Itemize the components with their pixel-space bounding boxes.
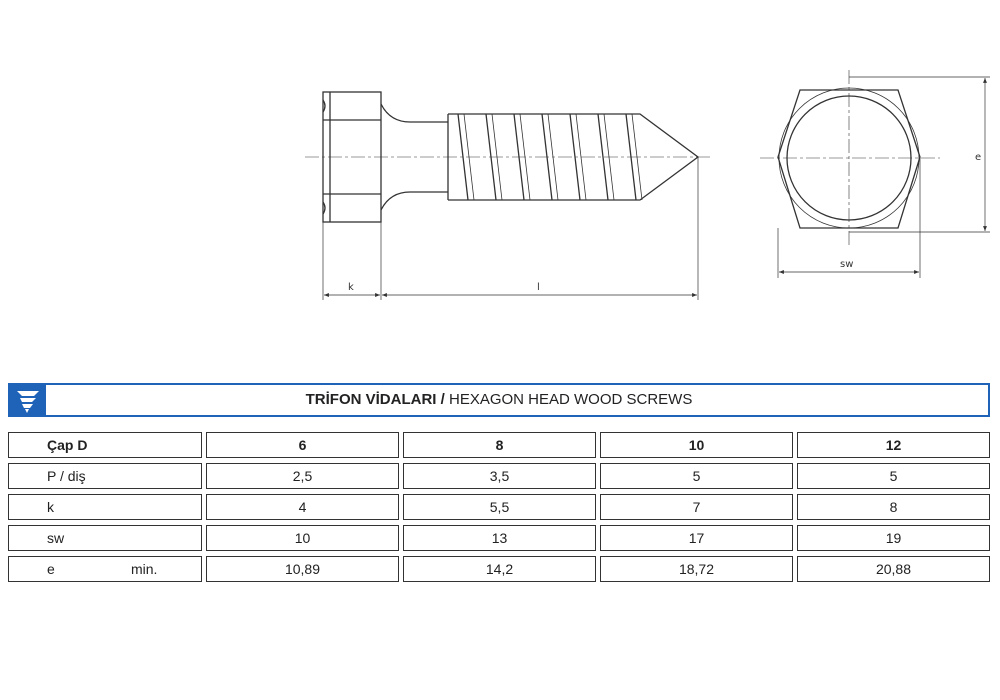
table-cell: 5: [600, 463, 793, 489]
header-diameter: 10: [600, 432, 793, 458]
table-cell: 7: [600, 494, 793, 520]
row-label: k: [8, 494, 202, 520]
table-header-row: Çap D 6 8 10 12: [8, 432, 992, 458]
table-cell: 10,89: [206, 556, 399, 582]
dim-e-label: e: [975, 152, 981, 163]
spec-table: Çap D 6 8 10 12 P / diş 2,5 3,5 5 5 k 4 …: [8, 432, 992, 582]
table-cell: 14,2: [403, 556, 596, 582]
table-cell: 10: [206, 525, 399, 551]
dim-l-label: l: [537, 282, 540, 293]
row-label: P / diş: [8, 463, 202, 489]
header-diameter: 8: [403, 432, 596, 458]
title-turkish: TRİFON VİDALARI /: [305, 391, 445, 408]
screw-hex-view: [760, 70, 940, 246]
row-note: min.: [131, 561, 158, 577]
table-cell: 20,88: [797, 556, 990, 582]
page-title: TRİFON VİDALARI / HEXAGON HEAD WOOD SCRE…: [10, 385, 988, 415]
table-cell: 19: [797, 525, 990, 551]
hex-view-dimensions: [777, 76, 990, 278]
title-english: HEXAGON HEAD WOOD SCREWS: [444, 391, 693, 408]
table-cell: 3,5: [403, 463, 596, 489]
table-cell: 5,5: [403, 494, 596, 520]
screw-logo-icon: [10, 385, 46, 415]
header-label: Çap D: [8, 432, 202, 458]
dim-k-label: k: [348, 282, 354, 293]
header-diameter: 12: [797, 432, 990, 458]
side-view-dimensions: [322, 157, 699, 300]
dim-sw-label: sw: [840, 259, 853, 270]
table-cell: 4: [206, 494, 399, 520]
table-cell: 13: [403, 525, 596, 551]
screw-side-view: [305, 91, 710, 223]
table-cell: 17: [600, 525, 793, 551]
table-cell: 5: [797, 463, 990, 489]
table-row: k 4 5,5 7 8: [8, 494, 992, 520]
table-cell: 18,72: [600, 556, 793, 582]
screw-technical-drawing: k l sw e: [305, 70, 990, 300]
row-label: sw: [8, 525, 202, 551]
title-bar: TRİFON VİDALARI / HEXAGON HEAD WOOD SCRE…: [8, 383, 990, 417]
table-cell: 2,5: [206, 463, 399, 489]
table-cell: 8: [797, 494, 990, 520]
table-row: sw 10 13 17 19: [8, 525, 992, 551]
table-row: P / diş 2,5 3,5 5 5: [8, 463, 992, 489]
header-diameter: 6: [206, 432, 399, 458]
